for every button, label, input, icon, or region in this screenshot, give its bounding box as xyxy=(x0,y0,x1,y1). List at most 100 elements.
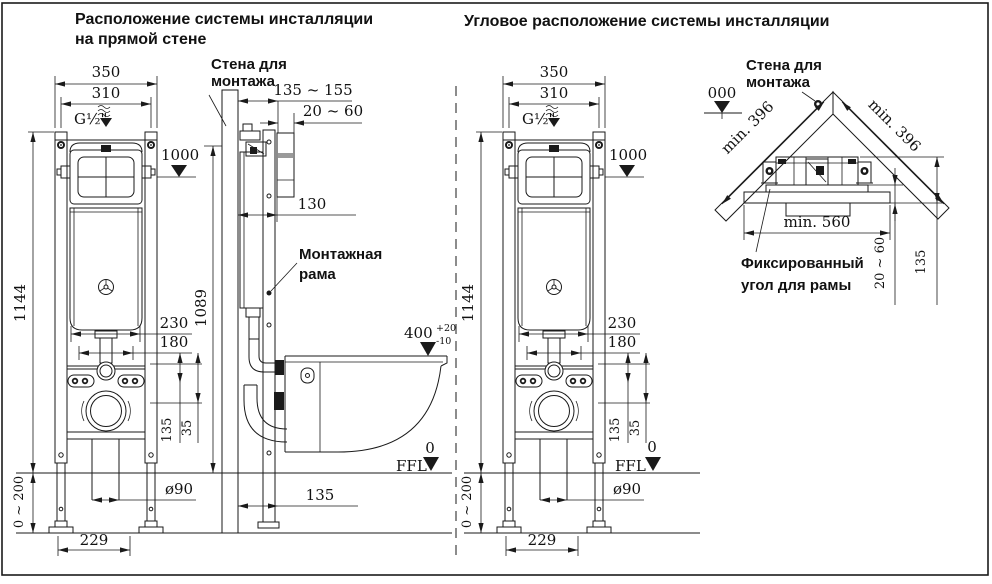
ffl-text-right: FFL xyxy=(615,457,646,475)
dim-min396-right-text: min. 396 xyxy=(865,95,925,155)
toilet-bowl-side xyxy=(284,355,448,453)
corner-base-plate xyxy=(743,191,891,204)
wall-label-line1: Стена для xyxy=(211,56,287,73)
fixed-angle-label-line2: угол для рамы xyxy=(741,277,851,294)
dim-135-155-text: 135 ~ 155 xyxy=(273,81,352,99)
frame-upright-left xyxy=(54,131,68,464)
wall-label-line2: монтажа xyxy=(211,73,276,90)
level-mark-000: 000 xyxy=(704,84,742,119)
titles: Расположение системы инсталляции на прям… xyxy=(75,11,829,48)
ffl-zero-text-right: 0 xyxy=(647,438,657,456)
dim-310: 310 xyxy=(60,84,152,128)
dim-1089-text: 1089 xyxy=(192,289,210,327)
dim-135-corner: 135 xyxy=(860,156,944,305)
dim-0-200-text: 0 ~ 200 xyxy=(12,476,27,528)
dim-dia90: ø90 xyxy=(92,480,196,503)
dim-135-155: 135 ~ 155 xyxy=(238,81,353,133)
ffl-zero-text: 0 xyxy=(425,439,435,457)
ffl-marker-left: FFL 0 xyxy=(396,439,439,475)
dim-min396-right-arrow xyxy=(841,101,945,205)
level-mark-1000: 1000 xyxy=(157,146,199,178)
left-title-line1: Расположение системы инсталляции xyxy=(75,11,373,28)
installation-frame-front-view: 350 310 G½" 1000 xyxy=(11,63,202,556)
right-title: Угловое расположение системы инсталляции xyxy=(464,13,829,30)
fixed-angle-label-line1: Фиксированный xyxy=(741,255,864,272)
drain-outlet-90 xyxy=(85,390,127,432)
dim-135-bottom-text: 135 xyxy=(306,486,335,504)
dim-0-200: 0 ~ 200 xyxy=(12,473,36,533)
corner-lower-box xyxy=(785,202,851,217)
supply-thread-mark: G½" xyxy=(74,105,112,128)
seat-hinge-detail xyxy=(300,367,315,384)
adjustable-legs xyxy=(48,452,164,534)
corner-wall-label-leader xyxy=(801,91,816,102)
dim-180: 180 xyxy=(78,333,192,360)
water-supply-icon xyxy=(97,105,112,127)
mounting-frame-bar xyxy=(257,129,280,529)
fixed-angle-label-leader xyxy=(755,188,771,253)
frame-cross-members xyxy=(67,361,145,440)
fill-valve-mechanism xyxy=(239,123,267,157)
dim-350: 350 xyxy=(54,63,158,128)
installation-side-view: Стена для монтажа xyxy=(192,56,456,534)
seat-tol-plus: +20 xyxy=(436,323,456,334)
dim-min560-text: min. 560 xyxy=(784,213,851,231)
corner-installation-plan-view: Стена для монтажа 000 min. 396 min. 396 xyxy=(704,57,950,305)
dim-1089: 1089 xyxy=(192,145,222,473)
frame-label-line2: рама xyxy=(299,266,336,283)
dim-310-text: 310 xyxy=(92,84,121,102)
dim-130: 130 xyxy=(238,195,356,222)
seat-height-mark: 400 +20 -10 xyxy=(404,323,456,356)
dim-135-35-vertical: 135 35 xyxy=(150,353,202,443)
dim-20-60-text: 20 ~ 60 xyxy=(303,102,363,120)
dim-130-text: 130 xyxy=(298,195,327,213)
dim-229: 229 xyxy=(57,531,131,556)
dim-1144-text: 1144 xyxy=(11,284,29,322)
dim-20-60-corner-text: 20 ~ 60 xyxy=(873,237,888,289)
dim-min396-left-arrow xyxy=(721,101,825,205)
floor-lines-left-section xyxy=(16,472,452,534)
frame-top-bolts xyxy=(57,141,155,149)
access-box xyxy=(276,132,295,198)
dim-35-text: 35 xyxy=(180,420,195,437)
floor-lines-right-section xyxy=(464,472,700,534)
ffl-marker-right: FFL 0 xyxy=(615,438,661,475)
dim-20-60: 20 ~ 60 xyxy=(260,102,363,133)
dim-135-corner-text: 135 xyxy=(914,250,929,275)
page-border xyxy=(1,2,989,576)
corner-frame-rail xyxy=(765,184,869,193)
bracket-bolts xyxy=(71,377,139,385)
cistern-side-profile xyxy=(239,151,264,340)
level-1000-text: 1000 xyxy=(161,146,199,164)
dim-1144: 1144 xyxy=(11,131,54,473)
frame-label-leader xyxy=(270,262,298,292)
frame-label-line1: Монтажная xyxy=(299,246,382,263)
dim-135-bottom: 135 xyxy=(238,486,358,509)
ffl-triangle-icon-right xyxy=(645,457,661,471)
level-triangle-icon xyxy=(171,165,187,177)
corner-wall-label-line1: Стена для xyxy=(746,57,822,74)
dim-230-text: 230 xyxy=(160,314,189,332)
installation-frame-front-view-corner-copy xyxy=(459,63,650,556)
dim-dia90-text: ø90 xyxy=(165,480,193,498)
level-000-triangle-icon xyxy=(714,101,730,113)
left-title-line2: на прямой стене xyxy=(75,31,207,48)
dim-230: 230 xyxy=(70,314,192,342)
corner-bracket-left xyxy=(761,161,778,184)
corner-wall-label-line2: монтажа xyxy=(746,74,811,91)
level-000-text: 000 xyxy=(708,84,737,102)
concealed-cistern xyxy=(69,207,143,364)
seat-tol-minus: -10 xyxy=(436,336,451,347)
dim-min396-left-text: min. 396 xyxy=(717,97,777,157)
dim-229-text: 229 xyxy=(80,531,109,549)
dim-20-60-corner: 20 ~ 60 xyxy=(868,168,903,305)
corner-frame-assembly xyxy=(743,156,891,217)
frame-upright-right xyxy=(144,131,158,464)
bowl-mount-connector xyxy=(274,392,284,410)
corner-bracket-right xyxy=(856,161,873,184)
seat-level-triangle-icon xyxy=(420,342,436,356)
seat-height-text: 400 xyxy=(404,324,433,342)
dim-135-text: 135 xyxy=(160,418,175,443)
flush-and-drain-pipes xyxy=(243,339,288,443)
